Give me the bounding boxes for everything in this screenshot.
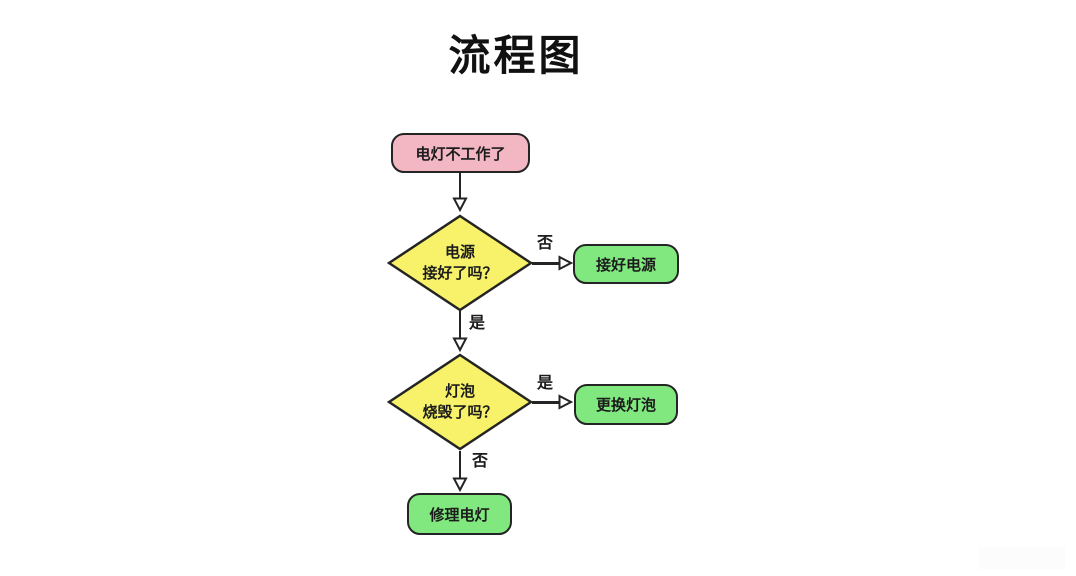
arrowhead-right-icon [558, 255, 573, 271]
connector-start-to-power [458, 173, 462, 198]
edge-label-bulb-no: 否 [472, 453, 489, 470]
watermark-block [979, 547, 1065, 569]
node-start-label: 电灯不工作了 [415, 145, 506, 163]
node-decision-bulb: 灯泡 烧毁了吗？ [387, 353, 533, 451]
node-action-repair-label: 修理电灯 [429, 506, 490, 524]
node-action-repair: 修理电灯 [407, 493, 512, 535]
edge-label-power-yes: 是 [469, 315, 486, 332]
node-decision-bulb-label: 灯泡 烧毁了吗？ [387, 353, 533, 451]
arrowhead-right-icon [558, 394, 573, 410]
decision-bulb-line1: 灯泡 [444, 383, 475, 400]
node-start: 电灯不工作了 [391, 133, 530, 173]
diamond-shape [387, 353, 533, 451]
arrowhead-down-icon [452, 477, 468, 492]
node-decision-power: 电源 接好了吗？ [387, 214, 533, 312]
connector-bulb-to-repair [458, 451, 462, 478]
node-action-connect: 接好电源 [573, 244, 679, 284]
connector-bulb-to-replace [532, 401, 559, 404]
connector-power-to-bulb [458, 311, 462, 338]
diamond-shape [387, 214, 533, 312]
node-decision-power-label: 电源 接好了吗？ [387, 214, 533, 312]
connector-power-to-connect [532, 262, 559, 265]
node-action-replace: 更换灯泡 [574, 384, 678, 425]
edge-label-bulb-yes: 是 [537, 375, 554, 392]
page-title: 流程图 [448, 32, 584, 79]
arrowhead-down-icon [452, 337, 468, 352]
arrowhead-down-icon [452, 197, 468, 212]
decision-power-line2: 接好了吗？ [422, 265, 498, 282]
decision-bulb-line2: 烧毁了吗？ [422, 404, 498, 421]
edge-label-power-no: 否 [537, 235, 554, 252]
node-action-replace-label: 更换灯泡 [595, 397, 656, 414]
node-action-connect-label: 接好电源 [595, 256, 656, 274]
decision-power-line1: 电源 [444, 244, 475, 261]
